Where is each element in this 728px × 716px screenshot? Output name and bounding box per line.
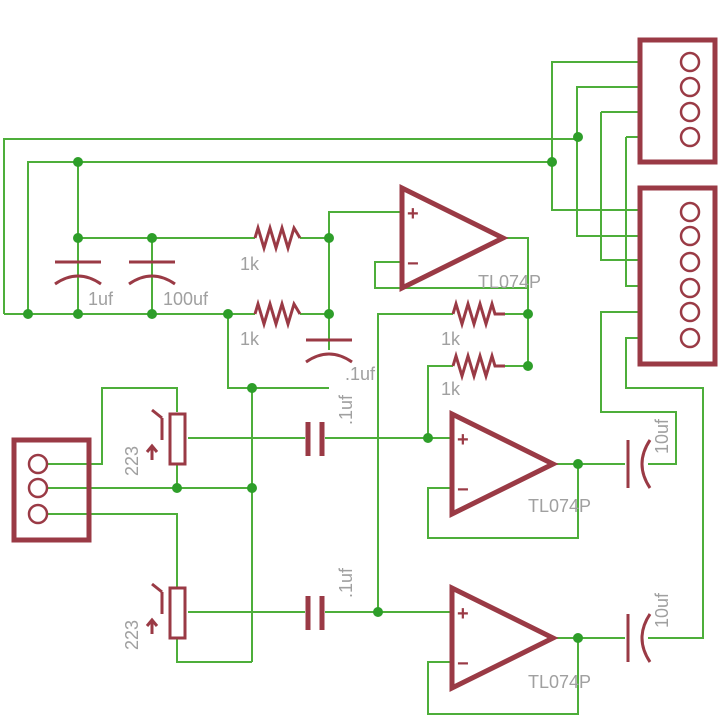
junction-dot [573,132,583,142]
capacitor-01uf-a [305,422,325,456]
junction-dot [147,233,157,243]
junction-dot [547,157,557,167]
junction-dot [423,433,433,443]
label-op2: TL074P [528,496,591,516]
capacitor-01uf-b [305,596,325,630]
junction-dot [373,607,383,617]
label-c3: .1uf [345,364,376,384]
junction-dot [23,309,33,319]
potentiometer-1 [145,408,187,466]
junction-dot [73,233,83,243]
resistor-r3 [451,298,505,330]
label-pot1: 223 [122,446,142,476]
opamp-1 [399,183,509,293]
opamp-3-plus-sign: + [457,603,469,625]
potentiometer-2 [145,582,187,640]
junction-dot [73,157,83,167]
connector-bottom-right [637,185,718,367]
wires [3,61,704,715]
label-op3: TL074P [528,672,591,692]
label-c4: .1uf [336,567,356,598]
capacitor-100uf [128,260,176,286]
opamp-2 [449,409,559,519]
resistor-r2 [253,298,302,330]
opamp-3 [449,583,559,693]
label-r1: 1k [240,254,260,274]
label-r4: 1k [441,379,461,399]
label-c6: 10uf [652,592,672,628]
label-c2: 100uf [163,289,209,309]
label-r2: 1k [240,329,260,349]
label-c5: 10uf [652,418,672,454]
opamp-1-plus-sign: + [407,203,419,225]
label-c3-rotated: .1uf [336,394,356,425]
connector-top-right [637,37,718,165]
label-op1: TL074P [478,272,541,292]
capacitor-01uf-vertical [305,338,353,364]
junction-dots [23,132,583,643]
connector-left [11,437,92,543]
junction-dot [247,483,257,493]
junction-dot [324,233,334,243]
opamp-1-minus-sign: − [407,253,419,275]
label-c1: 1uf [88,289,114,309]
capacitor-10uf-b [626,613,652,663]
junction-dot [223,309,233,319]
junction-dot [247,383,257,393]
capacitor-10uf-a [626,439,652,489]
opamp-2-plus-sign: + [457,429,469,451]
junction-dot [73,309,83,319]
junction-dot [573,459,583,469]
label-r3: 1k [441,329,461,349]
junction-dot [324,309,334,319]
opamp-2-minus-sign: − [457,479,469,501]
capacitor-1uf [54,260,102,286]
junction-dot [172,483,182,493]
junction-dot [523,361,533,371]
junction-dot [147,309,157,319]
opamp-3-minus-sign: − [457,653,469,675]
label-pot2: 223 [122,620,142,650]
junction-dot [573,633,583,643]
resistor-r1 [253,222,302,254]
resistor-r4 [451,350,505,382]
junction-dot [523,309,533,319]
